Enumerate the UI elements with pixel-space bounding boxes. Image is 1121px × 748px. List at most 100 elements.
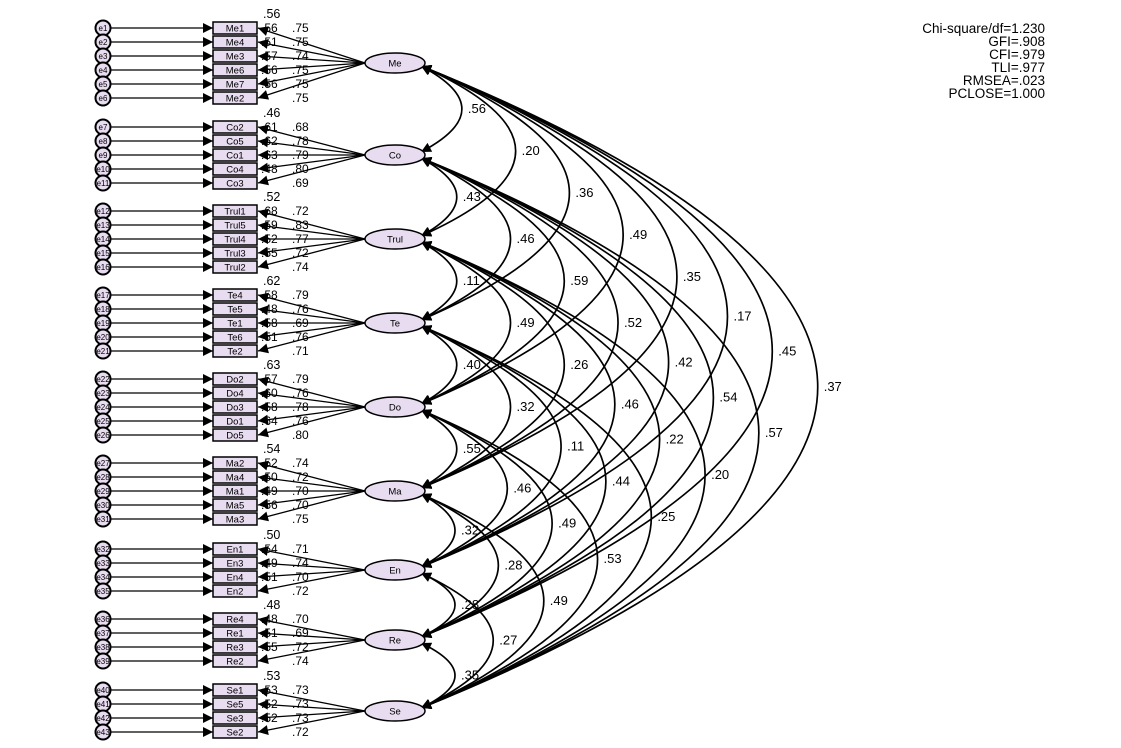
correlation-label: .35 xyxy=(461,668,479,683)
covariance-arc xyxy=(420,572,456,638)
correlation-trul-do: .49 xyxy=(420,241,535,405)
correlation-label: .53 xyxy=(604,551,622,566)
indicator-box-te1 xyxy=(212,316,258,330)
error-label: e15 xyxy=(96,249,110,258)
error-label: e29 xyxy=(96,487,110,496)
error-label: e27 xyxy=(96,459,110,468)
indicator-r2: .58 xyxy=(261,316,278,330)
covariance-arc xyxy=(420,325,652,709)
correlation-me-do: .49 xyxy=(420,65,647,405)
indicator-box-do1 xyxy=(212,414,258,428)
latent-factor-label: Ma xyxy=(388,487,402,498)
latent-factor-me xyxy=(364,52,426,74)
correlation-co-trul: .43 xyxy=(420,157,481,237)
loading-path-arrow xyxy=(257,137,366,156)
indicator-r2: .56 xyxy=(261,77,278,91)
correlation-do-ma: .55 xyxy=(420,409,481,489)
loading-path-arrow xyxy=(257,406,366,425)
loading-path-arrow xyxy=(257,406,366,438)
correlation-me-co: .56 xyxy=(420,65,486,153)
error-term-e21 xyxy=(94,342,112,360)
indicator-r2: .49 xyxy=(261,556,278,570)
correlation-label: .49 xyxy=(558,516,576,531)
correlation-te-ma: .32 xyxy=(420,325,535,489)
loading-path-arrow xyxy=(257,305,366,324)
indicator-box-ma3 xyxy=(212,512,258,526)
indicator-label: Trul4 xyxy=(224,235,245,246)
correlation-en-se: .27 xyxy=(420,572,517,709)
covariance-arc xyxy=(420,65,463,153)
indicator-label: Co2 xyxy=(226,123,243,134)
correlation-label: .46 xyxy=(621,397,639,412)
indicator-box-te2 xyxy=(212,344,258,358)
indicator-box-ma4 xyxy=(212,470,258,484)
indicator-label: Te6 xyxy=(227,333,242,344)
loading-path-arrow xyxy=(257,639,366,664)
error-label: e43 xyxy=(96,728,110,737)
correlation-label: .32 xyxy=(461,523,479,538)
error-label: e31 xyxy=(96,515,110,524)
latent-factor-label: Te xyxy=(390,319,400,330)
correlation-me-trul: .20 xyxy=(420,65,540,237)
correlation-label: .42 xyxy=(675,355,693,370)
indicator-box-te5 xyxy=(212,302,258,316)
indicator-r2: .51 xyxy=(261,626,278,640)
covariance-arc xyxy=(420,572,494,709)
indicator-r2: .50 xyxy=(261,470,278,484)
indicator-r2: .51 xyxy=(261,330,278,344)
indicator-box-trul2 xyxy=(212,260,258,274)
error-label: e18 xyxy=(96,305,110,314)
indicator-label: Co4 xyxy=(226,165,243,176)
error-label: e7 xyxy=(99,123,108,132)
indicator-box-do4 xyxy=(212,386,258,400)
factor-loading: .74 xyxy=(292,260,309,274)
covariance-arc xyxy=(420,157,619,489)
indicator-box-ma5 xyxy=(212,498,258,512)
correlation-label: .11 xyxy=(463,273,480,288)
covariance-arc xyxy=(420,65,678,489)
correlation-arcs: .56.20.36.49.35.17.45.37.43.46.59.52.42.… xyxy=(420,65,842,709)
correlation-trul-en: .46 xyxy=(420,241,639,568)
factor-loading: .74 xyxy=(292,654,309,668)
covariance-arc xyxy=(420,325,458,405)
correlation-label: .17 xyxy=(733,309,751,324)
indicator-box-co3 xyxy=(212,176,258,190)
error-term-e39 xyxy=(94,652,112,670)
correlation-label: .49 xyxy=(550,593,568,608)
covariance-arc xyxy=(420,157,458,237)
factor-loading: .78 xyxy=(292,400,309,414)
indicator-label: Trul3 xyxy=(224,249,245,260)
factor-loading: .77 xyxy=(292,232,309,246)
indicator-label: Trul1 xyxy=(224,207,245,218)
correlation-label: .46 xyxy=(517,231,535,246)
factor-loading: .72 xyxy=(292,640,309,654)
loading-path-arrow xyxy=(257,710,366,735)
indicator-label: Co1 xyxy=(226,151,243,162)
indicator-label: Trul5 xyxy=(224,221,245,232)
factor-loading: .71 xyxy=(292,344,309,358)
indicator-label: Do4 xyxy=(226,389,243,400)
indicator-r2-top: .56 xyxy=(263,7,280,21)
indicator-box-co2 xyxy=(212,120,258,134)
indicator-box-me2 xyxy=(212,91,258,105)
covariance-arc xyxy=(420,325,562,568)
error-label: e19 xyxy=(96,319,110,328)
covariance-arc xyxy=(420,642,456,709)
indicator-label: Me1 xyxy=(226,24,244,35)
loading-path-arrow xyxy=(257,124,366,156)
correlation-me-en: .17 xyxy=(420,65,752,568)
correlation-ma-re: .28 xyxy=(420,493,522,638)
covariance-arc xyxy=(420,409,458,489)
indicator-label: Se5 xyxy=(227,700,244,711)
covariance-arc xyxy=(420,409,553,638)
indicator-box-do2 xyxy=(212,372,258,386)
indicator-label: Me2 xyxy=(226,94,244,105)
error-term-e6 xyxy=(94,89,112,107)
factor-loading: .76 xyxy=(292,386,309,400)
indicator-label: Me3 xyxy=(226,52,244,63)
correlation-label: .59 xyxy=(570,273,588,288)
factor-loading: .79 xyxy=(292,288,309,302)
